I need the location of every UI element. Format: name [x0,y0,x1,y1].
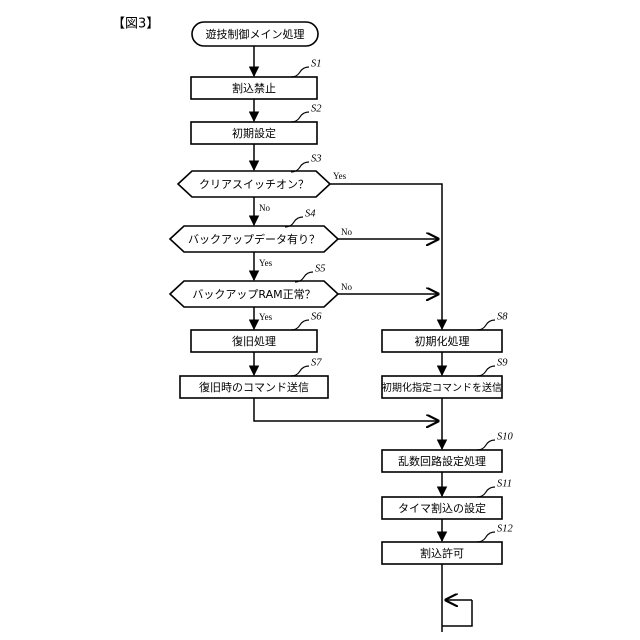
node-s5-label: バックアップRAM正常？ [192,288,315,301]
branch-label-s4-no: No [341,227,352,237]
step-label-s1: S1 [311,58,322,69]
leader-s5 [294,271,314,283]
leader-s12 [476,531,496,543]
leader-s4 [284,216,304,228]
branch-label-s3-no: No [259,203,270,213]
node-s9-label: 初期化指定コマンドを送信 [382,381,502,394]
node-s7-label: 復旧時のコマンド送信 [199,380,309,394]
step-label-s8: S8 [497,311,508,322]
branch-label-s4-yes: Yes [259,258,273,268]
step-label-s2: S2 [311,103,322,114]
connector-layer [248,46,473,632]
node-s10-label: 乱数回路設定処理 [398,454,486,468]
figure-label: 【図3】 [112,17,159,32]
leader-s11 [476,486,496,498]
connector-s7-rail [253,398,438,421]
step-label-s3: S3 [311,153,322,164]
step-label-s10: S10 [497,431,514,442]
step-label-s4: S4 [305,208,316,219]
node-s9[interactable]: 初期化指定コマンドを送信 [381,375,503,399]
node-s7[interactable]: 復旧時のコマンド送信 [179,375,329,399]
node-s2-label: 初期設定 [232,126,276,140]
branch-label-s3-yes: Yes [333,171,347,181]
node-s4-label: バックアップデータ有り？ [188,232,320,246]
node-s8-label: 初期化処理 [415,334,470,348]
leader-s6 [290,319,310,331]
step-label-s9: S9 [497,357,508,368]
leader-s3 [290,161,310,173]
node-s12-label: 割込許可 [420,546,464,560]
connector-s3yes-rail [330,183,448,331]
step-label-s11: S11 [497,478,512,489]
node-s11-label: タイマ割込の設定 [398,501,486,515]
decision-shape [176,170,332,198]
terminator-shape [191,21,319,47]
node-start[interactable]: 遊技制御メイン処理 [191,21,319,47]
process-shape [381,375,503,399]
step-label-s5: S5 [315,263,326,274]
node-s6[interactable]: 復旧処理 [190,329,318,353]
leader-s8 [476,319,496,331]
node-s3[interactable]: クリアスイッチオン？ [176,170,332,198]
branch-label-layer: Yes No No Yes No Yes [259,171,352,322]
node-s11[interactable]: タイマ割込の設定 [381,496,503,520]
leader-s2 [290,111,310,123]
branch-label-s5-no: No [341,282,352,292]
branch-label-s5-yes: Yes [259,312,273,322]
node-s10[interactable]: 乱数回路設定処理 [381,449,503,473]
step-label-s6: S6 [311,311,322,322]
process-shape [381,496,503,520]
decision-shape [168,280,340,308]
leader-s10 [476,439,496,451]
step-label-s7: S7 [311,357,322,368]
process-shape [190,76,318,100]
process-shape [190,121,318,145]
node-s3-label: クリアスイッチオン？ [199,178,309,191]
leader-s1 [290,66,310,78]
process-shape [190,329,318,353]
leader-s9 [476,365,496,377]
node-start-label: 遊技制御メイン処理 [206,27,305,41]
process-shape [381,541,503,565]
node-s8[interactable]: 初期化処理 [381,329,503,353]
node-s1-label: 割込禁止 [232,81,276,95]
process-shape [381,329,503,353]
node-s12[interactable]: 割込許可 [381,541,503,565]
leader-s7 [290,365,310,377]
process-shape [381,449,503,473]
node-s5[interactable]: バックアップRAM正常？ [168,280,340,308]
node-s1[interactable]: 割込禁止 [190,76,318,100]
process-shape [179,375,329,399]
decision-shape [168,225,340,253]
node-s2[interactable]: 初期設定 [190,121,318,145]
connector-loop-return-path [442,600,473,627]
step-label-layer: S1 S2 S3 S4 S5 S6 S7 S8 S9 S10 S11 S12 [284,58,514,543]
step-label-s12: S12 [497,523,514,534]
node-s6-label: 復旧処理 [232,335,276,348]
node-s4[interactable]: バックアップデータ有り？ [168,225,340,253]
